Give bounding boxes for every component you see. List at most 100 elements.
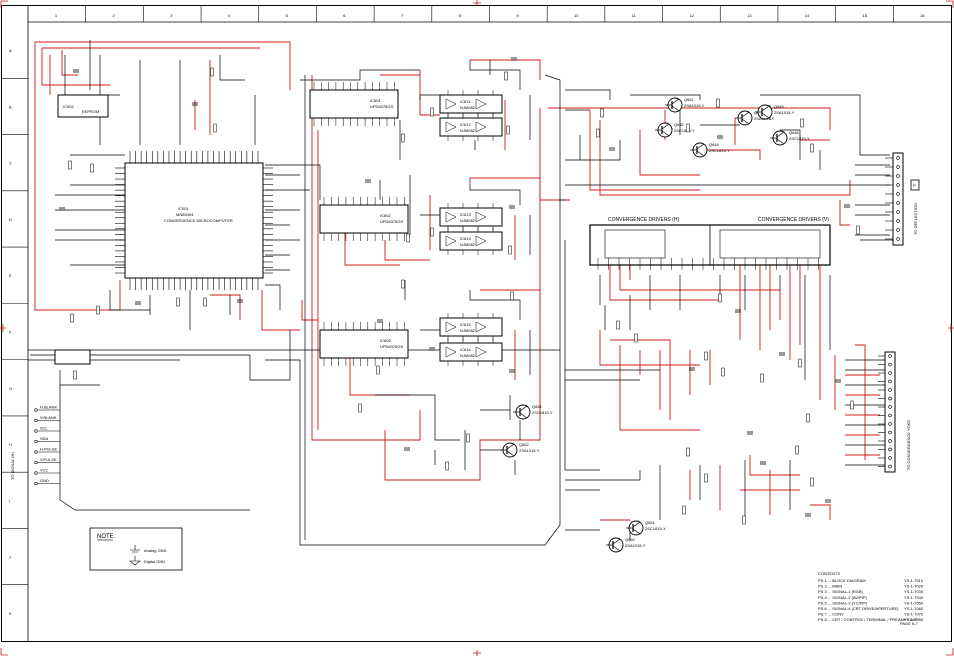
contents-row-left: PS.8 ... CRT / CONTROL / TERMINAL / PREA… [818, 617, 918, 622]
passive-component [90, 163, 94, 173]
transistor-name: Q661 [645, 520, 656, 525]
transistor-part: 2SC1815-Y [645, 526, 666, 531]
passive-component [779, 352, 785, 356]
passive-component [760, 461, 766, 465]
passive-component [404, 447, 410, 451]
row-label: H [9, 442, 12, 447]
passive-component [806, 413, 810, 423]
dac-ic-part: UPD6376GS [370, 104, 393, 109]
transistor-part: 2SA1015-Y [519, 448, 540, 453]
left-signal-label: V.BLANK [40, 415, 57, 420]
amp-ic-group: IC611NJM082IC612NJM082IC613NJM082IC614NJ… [439, 90, 503, 366]
amp-ic-part: NJM082 [460, 328, 476, 333]
convergence-drivers-block: CONVERGENCE DRIVERS (H) CONVERGENCE DRIV… [589, 217, 831, 270]
transistor-group-top: Q6412SA1015-YQ6422SC1815-YQ6432SA1015-YQ… [655, 97, 810, 158]
contents-row-left: PS.3 ... SIGNAL-1 (RGB) [818, 589, 864, 594]
passive-component [401, 279, 405, 289]
passive-component [509, 369, 515, 373]
note-box: NOTE: Analog GND Digital GND [89, 527, 183, 571]
contents-row-right: YS-1-7030 [904, 589, 924, 594]
column-label: 9 [516, 13, 519, 18]
contents-row-left: PS.1 ... BLOCK DIAGRAM [818, 578, 866, 583]
passive-component [600, 108, 604, 118]
passive-component [445, 461, 449, 471]
row-label: K [9, 611, 12, 616]
contents-row-left: PS.7 ... CONV [818, 612, 844, 617]
passive-component [682, 505, 686, 515]
passive-component [59, 207, 65, 211]
transistor-name: Q645 [774, 104, 785, 109]
transistor-part: 2SC1815-Y [674, 128, 695, 133]
passive-component [760, 373, 764, 383]
contents-row-right: YS-1-7050 [904, 600, 924, 605]
transistor-part: 2SA1015-Y [684, 103, 705, 108]
passive-component [704, 473, 708, 483]
passive-component [616, 320, 620, 330]
passive-component [406, 233, 410, 243]
dac-ic-part: UPD6376GS [380, 344, 403, 349]
amp-ic-part: NJM082 [460, 105, 476, 110]
ic002-desc: EEPROM [82, 109, 99, 114]
passive-component [508, 245, 512, 255]
passive-component [430, 107, 434, 117]
passive-component [68, 160, 72, 170]
ic001-name: IC001 [178, 206, 189, 211]
passive-component [844, 204, 850, 208]
passive-component [213, 123, 217, 133]
passive-component [506, 125, 510, 135]
row-ruler [1, 77, 28, 586]
passive-component [73, 69, 79, 73]
transistor-part: 2SA1015-Y [774, 110, 795, 115]
left-signal-label: H.BLANK [40, 405, 57, 410]
conv-driver-h-label: CONVERGENCE DRIVERS (H) [608, 217, 679, 223]
column-label: 12 [689, 13, 694, 18]
transistor-name: Q652 [519, 442, 530, 447]
amp-ic-part: NJM082 [460, 128, 476, 133]
column-label: 13 [747, 13, 752, 18]
connector-yoke: TO CONVERGENCE YOKE [878, 351, 911, 473]
passive-component [401, 133, 405, 143]
outer-frame [1, 5, 952, 642]
row-label: G [9, 386, 12, 391]
passive-component [609, 147, 615, 151]
row-label: I [9, 498, 10, 503]
note-title: NOTE: [97, 534, 116, 540]
amp-ic-name: IC613 [460, 212, 471, 217]
amp-ic-name: IC612 [460, 122, 471, 127]
passive-component [377, 319, 383, 323]
black-wiring [28, 40, 900, 546]
passive-component [365, 179, 371, 183]
passive-component [176, 297, 180, 307]
passive-component [511, 57, 517, 61]
passive-component [70, 313, 74, 323]
row-label: A [9, 48, 12, 53]
amp-ic-name: IC614 [460, 236, 471, 241]
row-label: B [9, 104, 12, 109]
transistor-name: Q644 [709, 142, 720, 147]
left-signal-label: SCL [40, 426, 49, 431]
passive-component [798, 358, 802, 368]
contents-row-right: YS-1-7040 [904, 595, 924, 600]
passive-component [376, 365, 380, 375]
transistor-name: Q641 [684, 97, 695, 102]
amp-ic-part: NJM082 [460, 242, 476, 247]
column-label: 3 [170, 13, 173, 18]
passive-component [430, 227, 434, 237]
amp-ic-part: NJM082 [460, 353, 476, 358]
